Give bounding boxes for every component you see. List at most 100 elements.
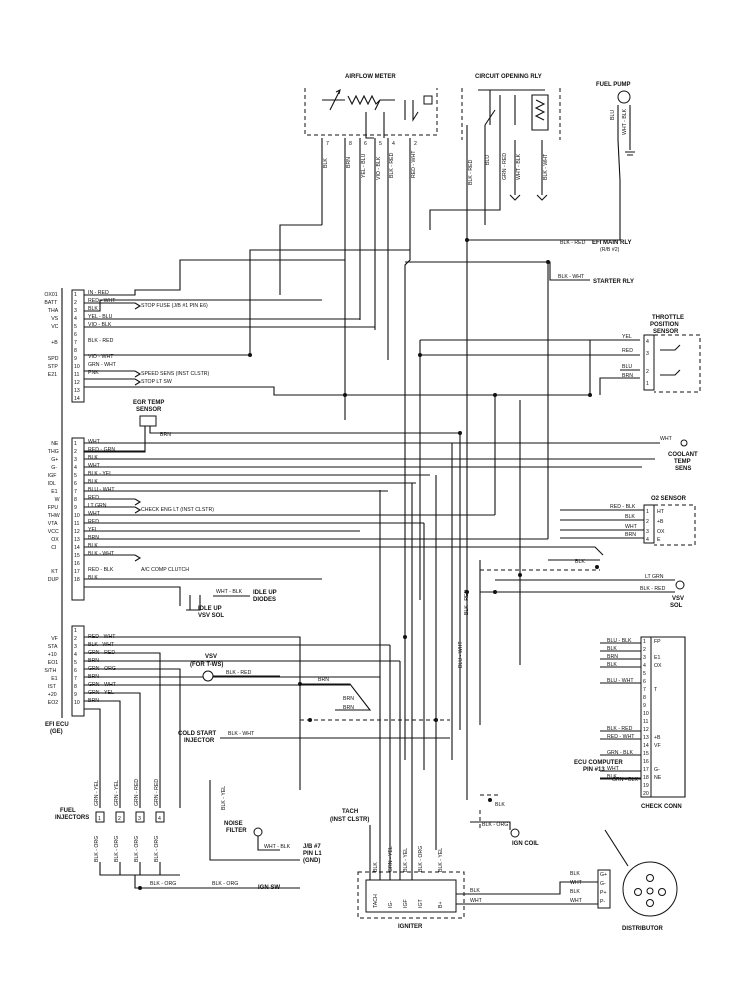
igniter-wire: GRN - YEL xyxy=(388,846,394,872)
svg-text:(GND): (GND) xyxy=(303,858,320,864)
ecu-pin-wire: WHT xyxy=(88,439,101,445)
check-conn-terminal: FP xyxy=(654,639,661,645)
svg-text:BRN: BRN xyxy=(318,677,329,683)
ecu-pin-name: NE xyxy=(51,441,59,447)
svg-text:COOLANT: COOLANT xyxy=(668,452,698,458)
ecu-pin-number: 2 xyxy=(74,449,77,455)
svg-text:BLU: BLU xyxy=(485,155,491,165)
ecu-pin-name: +10 xyxy=(48,652,57,658)
ecu-pin-name: W xyxy=(55,497,60,503)
svg-text:BLK - RED: BLK - RED xyxy=(560,240,586,246)
ecu-pin-name: OX01 xyxy=(44,292,57,298)
svg-text:BLK - RED: BLK - RED xyxy=(226,670,252,676)
ecu-pin-number: 16 xyxy=(74,561,80,567)
ecu-pin-wire: RED - GRN xyxy=(88,447,115,453)
injector-wire-bottom: BLK - ORG xyxy=(94,836,100,862)
check-conn-pin-number: 18 xyxy=(643,775,649,781)
ecu-pin-name: S/TH xyxy=(44,668,56,674)
fuel-injector-3 xyxy=(135,811,145,823)
svg-text:RED - WHT: RED - WHT xyxy=(411,150,417,178)
ecu-pin-wire: WHT xyxy=(88,463,101,469)
ecu-pin-number: 8 xyxy=(74,348,77,354)
svg-text:(R/B #2): (R/B #2) xyxy=(600,247,620,253)
injector-number: 4 xyxy=(158,816,161,822)
injector-wire-bottom: BLK - ORG xyxy=(134,836,140,862)
brn-connections: BRN BRN BRN xyxy=(300,677,450,721)
ecu-pin-name: +B xyxy=(51,340,58,346)
svg-text:VSV: VSV xyxy=(205,654,217,660)
svg-text:FUEL: FUEL xyxy=(60,808,76,814)
ecu-pin-number: 11 xyxy=(74,521,79,527)
svg-text:GRN - BLK: GRN - BLK xyxy=(612,777,638,783)
ecu-pin-number: 11 xyxy=(74,372,79,378)
svg-text:8: 8 xyxy=(349,141,352,147)
ecu-upper-wires xyxy=(84,249,590,396)
svg-text:BLK - WHT: BLK - WHT xyxy=(228,731,255,737)
svg-text:4: 4 xyxy=(392,141,395,147)
ecu-pin-wire: BLK xyxy=(88,306,98,312)
check-conn-terminal: NE xyxy=(654,775,662,781)
svg-text:BRN: BRN xyxy=(343,705,354,711)
check-conn-pin-number: 4 xyxy=(643,663,646,669)
ecu-pin-wire: VIO - BLK xyxy=(88,322,112,328)
check-conn-terminal: VF xyxy=(654,743,661,749)
ecu-pin-number: 10 xyxy=(74,364,80,370)
ecu-pin-wire: PNK xyxy=(88,370,99,376)
vsv-sol: LT GRN BLK - RED VSV SOL xyxy=(480,569,685,609)
svg-text:IGN COIL: IGN COIL xyxy=(512,841,539,847)
injector-number: 1 xyxy=(98,816,101,822)
ecu-pin-name: G- xyxy=(51,465,57,471)
check-conn-pin-number: 16 xyxy=(643,759,649,765)
igniter-pin: TACH xyxy=(373,894,379,908)
ecu-pin-number: 1 xyxy=(74,292,77,298)
ecu-pin-name: IGF xyxy=(48,473,57,479)
check-conn-pin-number: 1 xyxy=(643,639,646,645)
fuel-pump-label: FUEL PUMP xyxy=(596,82,631,88)
svg-text:BLK - ORG: BLK - ORG xyxy=(482,822,508,828)
svg-text:3: 3 xyxy=(646,351,649,357)
ecu-pin-number: 17 xyxy=(74,569,80,575)
svg-text:RED - BLK: RED - BLK xyxy=(610,504,636,510)
circuit-opening-rly-label: CIRCUIT OPENING RLY xyxy=(475,74,542,80)
check-conn-terminal: OX xyxy=(654,663,662,669)
svg-text:6: 6 xyxy=(364,141,367,147)
check-conn-pin-number: 9 xyxy=(643,703,646,709)
ecu-pin-wire: BLK xyxy=(88,575,98,581)
svg-text:BLK - RED: BLK - RED xyxy=(464,589,470,615)
injector-wire-bottom: BLK - ORG xyxy=(114,836,120,862)
svg-text:2: 2 xyxy=(646,369,649,375)
svg-text:BRN: BRN xyxy=(346,157,352,168)
igniter-wire: BLK xyxy=(373,862,379,872)
ecu-pin-wire: BRN xyxy=(88,535,99,541)
svg-text:STOP LT SW: STOP LT SW xyxy=(141,379,172,385)
check-conn-wire: BRN xyxy=(607,654,618,660)
throttle-position-sensor: THROTTLE POSITION SENSOR YEL RED BLU BRN… xyxy=(599,315,701,395)
svg-text:RED: RED xyxy=(622,348,633,354)
svg-text:BLK: BLK xyxy=(495,802,505,808)
starter-rly-label: STARTER RLY xyxy=(593,279,634,285)
svg-text:2: 2 xyxy=(414,141,417,147)
svg-text:7: 7 xyxy=(326,141,329,147)
ecu-pin-name: VC xyxy=(51,324,58,330)
svg-text:BLK: BLK xyxy=(323,158,329,168)
svg-text:(INST CLSTR): (INST CLSTR) xyxy=(330,817,369,823)
check-conn-pin-number: 13 xyxy=(643,735,649,741)
ecu-pin-wire: BLK - YEL xyxy=(88,471,112,477)
svg-text:GRN - RED: GRN - RED xyxy=(502,153,508,180)
ecu-pin-name: G+ xyxy=(51,457,58,463)
injector-number: 3 xyxy=(138,816,141,822)
ecu-pin-number: 18 xyxy=(74,577,80,583)
svg-text:EGR TEMP: EGR TEMP xyxy=(133,400,164,406)
igniter-wire: BLK - YEL xyxy=(403,848,409,872)
check-conn-pin-number: 5 xyxy=(643,671,646,677)
distributor-terminal: P- xyxy=(600,899,605,905)
ecu-pin-wire: IN - RED xyxy=(88,290,109,296)
ecu-pin-number: 7 xyxy=(74,340,77,346)
svg-text:BLK - RED: BLK - RED xyxy=(468,159,474,185)
ecu-pin-name: DUP xyxy=(48,577,59,583)
svg-text:A/C COMP CLUTCH: A/C COMP CLUTCH xyxy=(141,567,189,573)
cold-start-injector: COLD START INJECTOR BLK - WHT xyxy=(178,731,450,744)
efi-main-rly-label: EFI MAIN RLY xyxy=(592,240,631,246)
